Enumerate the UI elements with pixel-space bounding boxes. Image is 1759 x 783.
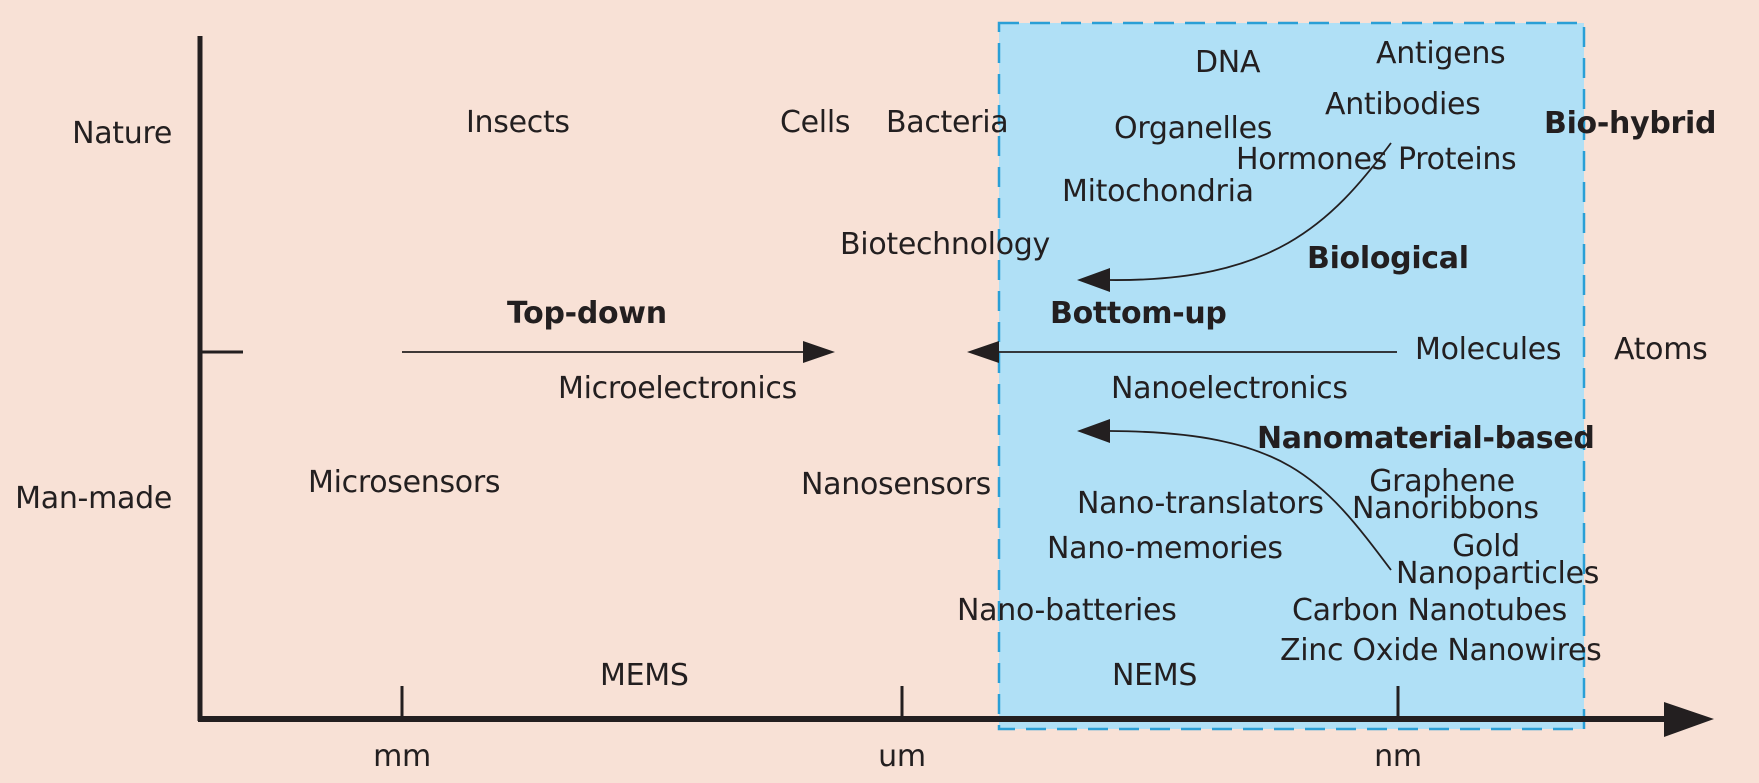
label-mitochondria: Mitochondria bbox=[1062, 174, 1254, 209]
x-label-mm: mm bbox=[373, 739, 431, 774]
label-microelectronics: Microelectronics bbox=[558, 371, 797, 406]
label-antibodies: Antibodies bbox=[1325, 87, 1481, 122]
bottom-up-arrowhead bbox=[967, 341, 999, 363]
label-nano-translators: Nano-translators bbox=[1077, 486, 1324, 521]
label-gold-line1: Gold bbox=[1452, 529, 1520, 564]
biological-arrowhead bbox=[1077, 268, 1110, 292]
label-gold-line2: Nanoparticles bbox=[1396, 556, 1600, 591]
label-nanoelectronics: Nanoelectronics bbox=[1111, 371, 1348, 406]
label-biotechnology: Biotechnology bbox=[840, 227, 1050, 262]
label-antigens: Antigens bbox=[1376, 36, 1506, 71]
top-down-arrowhead bbox=[803, 341, 835, 363]
label-nems: NEMS bbox=[1112, 658, 1198, 693]
nanomaterial-based-label: Nanomaterial-based bbox=[1257, 421, 1595, 456]
label-microsensors: Microsensors bbox=[308, 465, 501, 500]
label-dna: DNA bbox=[1195, 45, 1261, 80]
label-nano-memories: Nano-memories bbox=[1047, 531, 1283, 566]
biological-label: Biological bbox=[1307, 241, 1469, 276]
x-label-nm: nm bbox=[1374, 739, 1422, 774]
biological-arrow bbox=[1107, 142, 1392, 281]
nano-region bbox=[997, 21, 1586, 731]
label-nano-batteries: Nano-batteries bbox=[957, 593, 1177, 628]
label-graphene-line2: Nanoribbons bbox=[1352, 491, 1539, 526]
label-organelles: Organelles bbox=[1114, 111, 1273, 146]
label-mems: MEMS bbox=[600, 658, 689, 693]
label-zinc-oxide-nanowires: Zinc Oxide Nanowires bbox=[1280, 633, 1602, 668]
label-proteins: Proteins bbox=[1398, 142, 1517, 177]
x-label-um: um bbox=[878, 739, 926, 774]
bottom-up-label: Bottom-up bbox=[1050, 296, 1227, 331]
label-atoms: Atoms bbox=[1614, 332, 1708, 367]
nanomaterial-arrow bbox=[1109, 430, 1392, 571]
label-graphene-line1: Graphene bbox=[1369, 464, 1515, 499]
nanomaterial-arrowhead bbox=[1077, 419, 1110, 443]
label-bacteria: Bacteria bbox=[886, 105, 1009, 140]
x-axis-arrowhead bbox=[1664, 702, 1714, 737]
label-nanosensors: Nanosensors bbox=[801, 467, 991, 502]
label-carbon-nanotubes: Carbon Nanotubes bbox=[1292, 593, 1567, 628]
y-label-man-made: Man-made bbox=[15, 481, 172, 516]
label-hormones: Hormones bbox=[1236, 142, 1387, 177]
label-molecules: Molecules bbox=[1415, 332, 1562, 367]
bio-hybrid-label: Bio-hybrid bbox=[1544, 106, 1717, 141]
label-cells: Cells bbox=[780, 105, 851, 140]
y-label-nature: Nature bbox=[72, 116, 172, 151]
top-down-label: Top-down bbox=[507, 296, 667, 331]
label-insects: Insects bbox=[466, 105, 570, 140]
